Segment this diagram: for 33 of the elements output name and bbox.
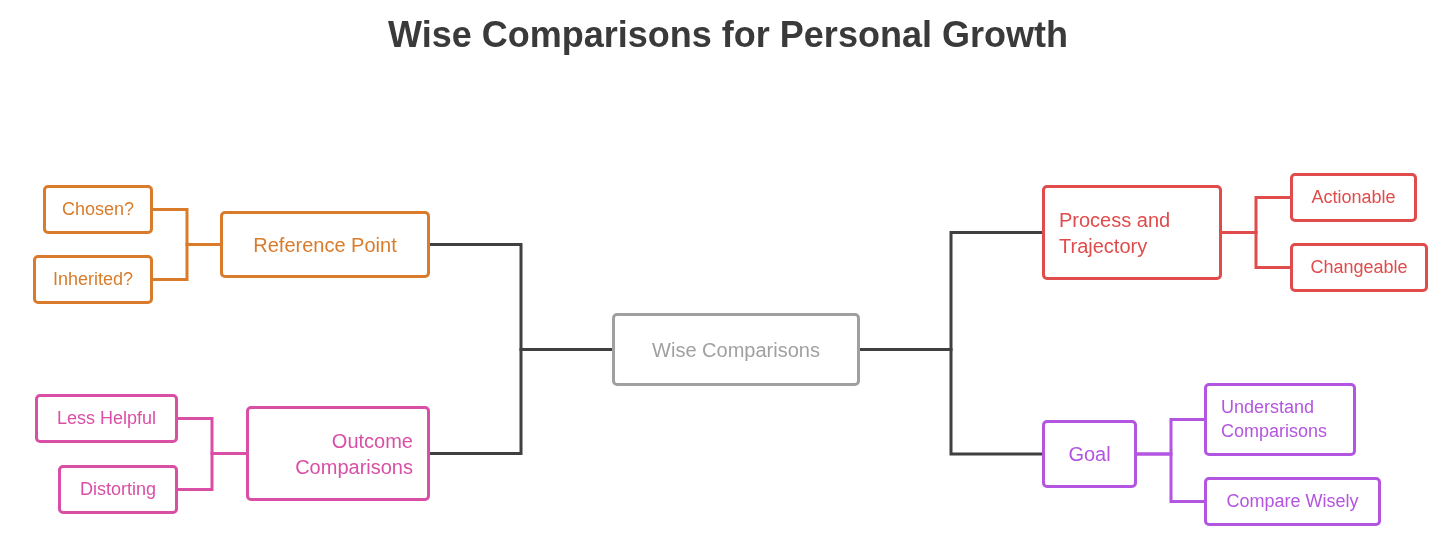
topic-box — [58, 465, 178, 514]
connector-line — [1137, 452, 1204, 503]
topic-box — [1042, 185, 1222, 280]
topic-box — [1204, 477, 1381, 526]
central-topic-box — [612, 313, 860, 386]
topic-box — [1290, 173, 1417, 222]
connector-line — [430, 348, 612, 455]
topic-box — [220, 211, 430, 278]
topic-box — [246, 406, 430, 501]
topic-box — [43, 185, 153, 234]
node-label: Understand Comparisons — [1221, 396, 1329, 443]
node-label: Wise Comparisons — [652, 337, 820, 363]
topic-box — [1042, 420, 1137, 488]
node-label: Compare Wisely — [1226, 489, 1359, 513]
node-label: Changeable — [1310, 255, 1408, 279]
node-label: Goal — [1068, 442, 1111, 467]
topic-box — [33, 255, 153, 304]
node-label: Less Helpful — [56, 406, 157, 430]
node-label: Inherited? — [52, 267, 134, 291]
diagram-title: Wise Comparisons for Personal Growth — [387, 14, 1069, 56]
node-label: Distorting — [80, 477, 156, 501]
node-label: Chosen? — [61, 197, 135, 221]
topic-box — [1204, 383, 1356, 456]
connector-line — [1222, 231, 1290, 269]
topic-box — [35, 394, 178, 443]
node-label: Actionable — [1311, 185, 1396, 209]
node-label: Reference Point — [253, 232, 397, 258]
topic-box — [1290, 243, 1428, 292]
node-label: Outcome Comparisons — [294, 428, 413, 480]
connector-line — [860, 348, 1042, 456]
connector-line — [153, 243, 220, 281]
connector-line — [178, 452, 246, 491]
node-label: Process and Trajectory — [1059, 207, 1172, 259]
